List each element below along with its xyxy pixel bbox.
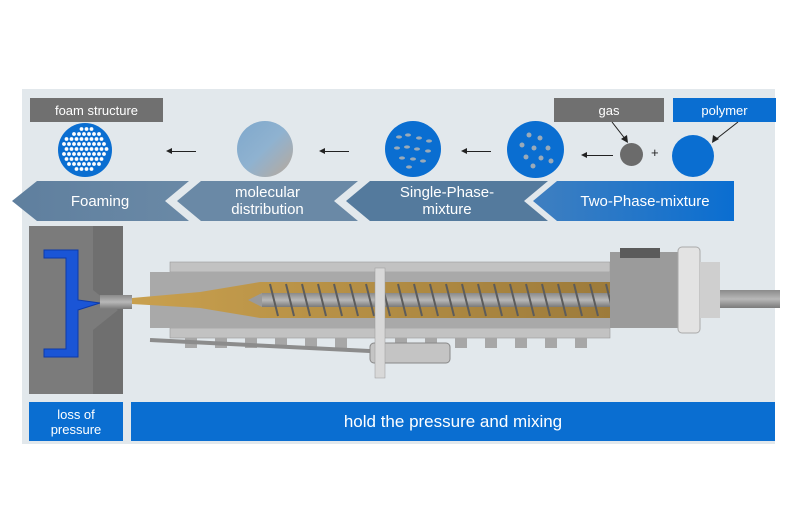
stage-label-molecular: molecular distribution: [231, 184, 304, 218]
stage-label-two-phase: Two-Phase-mixture: [580, 192, 710, 210]
arrow-to-molecular: [319, 148, 349, 154]
drive-housing: [610, 252, 680, 328]
end-flange: [677, 246, 701, 334]
gas-label: gas: [554, 98, 664, 122]
stage-chevron-two-phase: [533, 181, 734, 221]
drive-shaft: [720, 290, 780, 308]
stage-chevron-molecular: [177, 181, 358, 221]
arrow-to-foam: [166, 148, 196, 154]
loss-of-pressure-box: loss of pressure: [29, 402, 123, 441]
polymer-label: polymer: [673, 98, 776, 122]
stage-label-foaming: Foaming: [70, 192, 130, 210]
arrow-to-single-phase: [461, 148, 491, 154]
plus-sign: +: [651, 145, 659, 160]
two-phase-circle: [507, 121, 564, 178]
stage-chevron-single-phase: [346, 181, 548, 221]
screw-shaft: [262, 293, 622, 307]
mold-cavity-foam: [43, 249, 101, 358]
molecular-distribution-circle: [237, 121, 293, 177]
polymer-circle: [672, 135, 714, 177]
stage-label-single-phase: Single-Phase- mixture: [399, 184, 495, 218]
arrow-to-two-phase: [581, 152, 613, 158]
foam-structure-circle: [58, 123, 112, 177]
stage-chevron-foaming: [12, 181, 189, 221]
foam-structure-label: foam structure: [30, 98, 163, 122]
gas-circle: [620, 143, 643, 166]
hold-pressure-bar: hold the pressure and mixing: [131, 402, 775, 441]
single-phase-circle: [385, 121, 441, 177]
